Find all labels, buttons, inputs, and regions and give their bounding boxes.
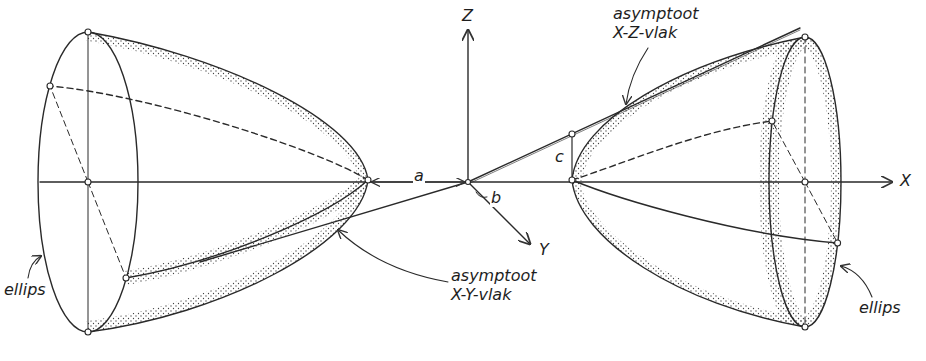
leader-line [338,230,448,282]
asymptote-label: asymptoot X-Z-vlak [612,4,716,42]
hyperbola-curve [88,32,368,180]
ellipse [38,32,138,332]
hidden-line [805,182,838,243]
ellipse-label: ellips [858,298,902,317]
point [835,240,841,246]
dimension-label: a [413,166,425,185]
ellipse [769,37,841,327]
hidden-line [772,121,805,182]
asymptote-xz [468,28,800,182]
hyperbola-curve [572,180,838,243]
hidden-curve [50,86,368,180]
point [802,34,808,40]
leader-line [28,256,41,278]
point [85,329,91,335]
hyperbola-curve [572,180,805,327]
stipple-band [88,180,368,332]
stipple-band [88,32,368,180]
hidden-line [50,86,88,182]
point [802,179,808,185]
point [85,179,91,185]
asymptote-xz [468,30,800,184]
point [569,131,575,137]
leader-line [841,266,872,297]
leader-b [476,192,487,197]
hidden-line [88,182,126,278]
point [85,29,91,35]
point [802,324,808,330]
asymptote-label: asymptoot X-Y-vlak [450,266,554,304]
point [769,118,775,124]
hidden-curve [572,121,772,180]
asymptote-xy [200,182,468,262]
point [123,275,129,281]
axis-label: Z [461,6,474,25]
origin-point [466,180,471,185]
stipple-band [126,180,368,278]
point [47,83,53,89]
dimension-label: b [490,188,502,207]
point [365,177,371,183]
z-axis [467,30,468,182]
dimension-label: c [554,147,565,166]
point [569,177,575,183]
axis-label: X [899,171,912,190]
ellipse-label: ellips [3,280,47,299]
axis-label: Y [538,240,550,259]
leader-line [626,48,648,104]
y-axis [468,182,530,244]
hyperbola-curve [88,180,368,332]
hyperbola-curve [126,180,368,278]
